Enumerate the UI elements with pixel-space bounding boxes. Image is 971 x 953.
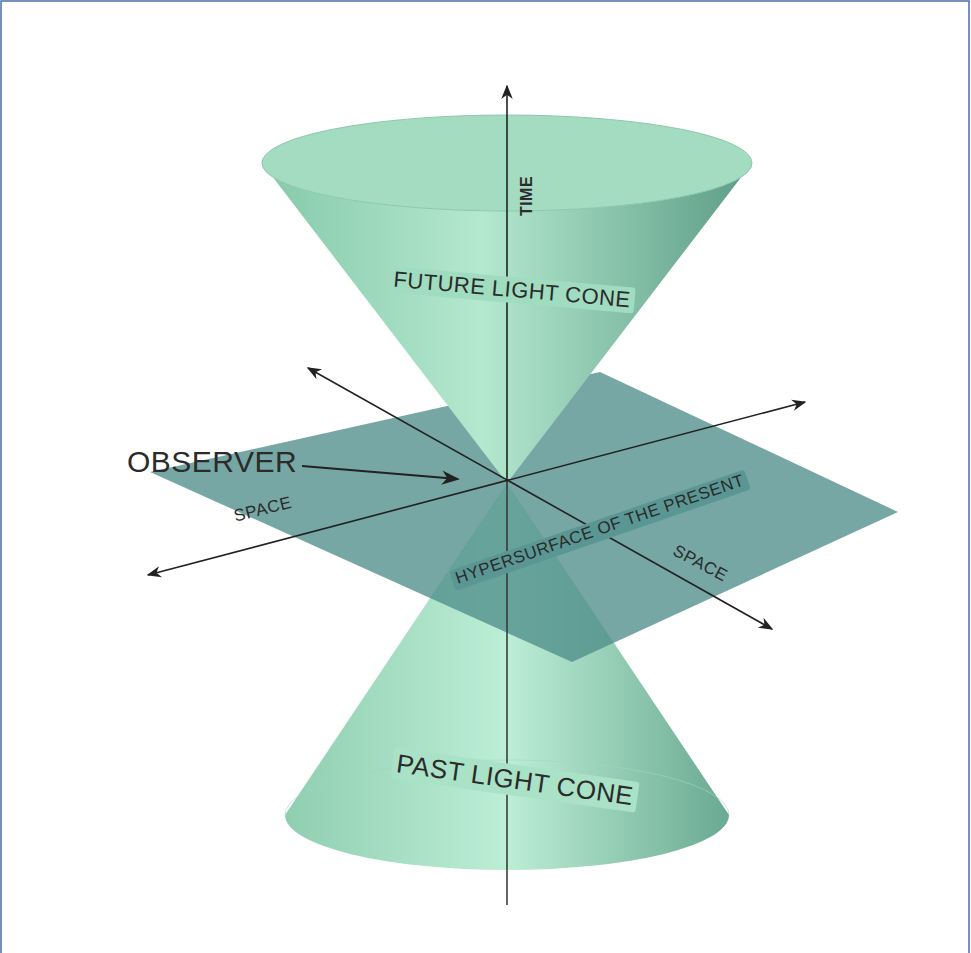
- cone-label: PAST LIGHT CONE: [391, 748, 640, 813]
- axis-label: SPACE: [670, 542, 731, 586]
- cone-label: FUTURE LIGHT CONE: [388, 266, 635, 314]
- observer-label: OBSERVER: [127, 445, 297, 478]
- space-axis: [308, 368, 772, 629]
- observer-pointer: [302, 466, 458, 479]
- axis-label: SPACE: [232, 494, 294, 526]
- axis-label: TIME: [518, 176, 536, 216]
- time-axis: [506, 483, 508, 905]
